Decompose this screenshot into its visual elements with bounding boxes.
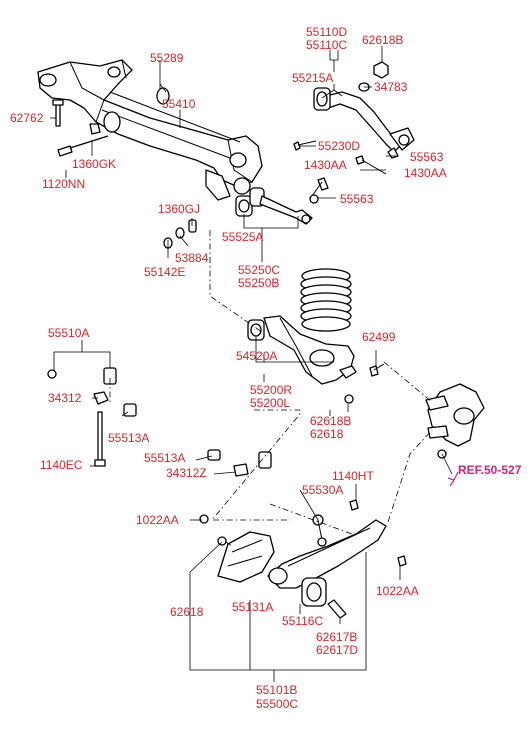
label-55200l: 55200L [250, 396, 290, 410]
label-1022aa-right: 1022AA [376, 584, 419, 598]
lateral-link [163, 187, 313, 249]
trailing-arm [217, 519, 407, 619]
label-1430aa-right: 1430AA [404, 166, 447, 180]
label-54520a: 54520A [236, 349, 277, 363]
label-55250b: 55250B [238, 276, 279, 290]
label-55563-mid: 55563 [340, 192, 374, 206]
label-1140ec: 1140EC [40, 458, 83, 472]
label-1120nn: 1120NN [42, 177, 85, 191]
label-55530a: 55530A [302, 483, 343, 497]
label-55131a: 55131A [232, 600, 273, 614]
label-34783: 34783 [374, 80, 408, 94]
label-62618-mid: 62618 [310, 427, 344, 441]
label-1360gj: 1360GJ [158, 202, 200, 216]
label-55116c: 55116C [282, 614, 323, 628]
label-55410: 55410 [162, 97, 196, 111]
part-labels: 55110D 55110C 62618B 55289 55215A 34783 … [10, 25, 447, 711]
crossmember-subframe [37, 59, 263, 201]
coil-spring [300, 268, 352, 332]
label-55230d: 55230D [318, 139, 360, 153]
label-1430aa-top: 1430AA [304, 158, 347, 172]
label-55500c: 55500C [256, 697, 298, 711]
label-62618b-mid: 62618B [310, 414, 351, 428]
label-34312-a: 34312 [48, 391, 82, 405]
label-55513a-b: 55513A [144, 451, 185, 465]
label-55510a: 55510A [48, 326, 89, 340]
reference-label[interactable]: REF.50-527 [458, 463, 522, 477]
label-1022aa-left: 1022AA [136, 513, 179, 527]
label-1360gk: 1360GK [72, 157, 116, 171]
alignment-lines [109, 230, 433, 547]
leader-lines [50, 46, 401, 682]
label-34312z: 34312Z [166, 466, 207, 480]
label-62499: 62499 [362, 330, 396, 344]
label-55215a: 55215A [292, 71, 333, 85]
label-55563-top: 55563 [410, 150, 444, 164]
knuckle [425, 383, 485, 475]
label-55101b: 55101B [256, 683, 297, 697]
label-62618-low: 62618 [170, 605, 204, 619]
upper-arm [313, 87, 415, 153]
label-55289: 55289 [150, 51, 184, 65]
stabilizer-bar [47, 367, 292, 503]
label-55513a-a: 55513A [108, 431, 149, 445]
label-62618b-top: 62618B [362, 33, 403, 47]
stabilizer-link [199, 499, 359, 547]
label-55200r: 55200R [250, 383, 292, 397]
label-62762: 62762 [10, 111, 44, 125]
label-55142e: 55142E [144, 265, 185, 279]
label-62617b: 62617B [316, 630, 357, 644]
label-1140ht: 1140HT [332, 469, 374, 483]
label-55110c: 55110C [306, 38, 347, 52]
label-55525a: 55525A [222, 230, 263, 244]
label-53884: 53884 [175, 251, 209, 265]
label-55250c: 55250C [238, 263, 280, 277]
label-55110d: 55110D [306, 25, 347, 39]
label-62617d: 62617D [316, 643, 358, 657]
reference-callout[interactable]: REF.50-527 [447, 463, 522, 487]
